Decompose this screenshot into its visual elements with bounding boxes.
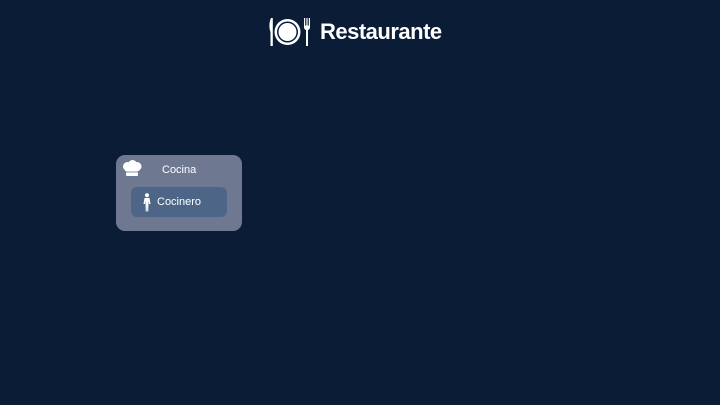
plate-with-cutlery-icon — [269, 18, 310, 46]
kitchen-label: Cocina — [162, 164, 197, 176]
cook-label: Cocinero — [157, 196, 202, 208]
app-header: Restaurante — [268, 17, 442, 47]
chef-hat-icon — [123, 160, 142, 176]
cook-item[interactable]: Cocinero — [131, 187, 227, 217]
person-icon — [143, 193, 151, 212]
kitchen-group[interactable]: Cocina Cocinero — [116, 155, 242, 231]
app-title: Restaurante — [320, 19, 442, 44]
